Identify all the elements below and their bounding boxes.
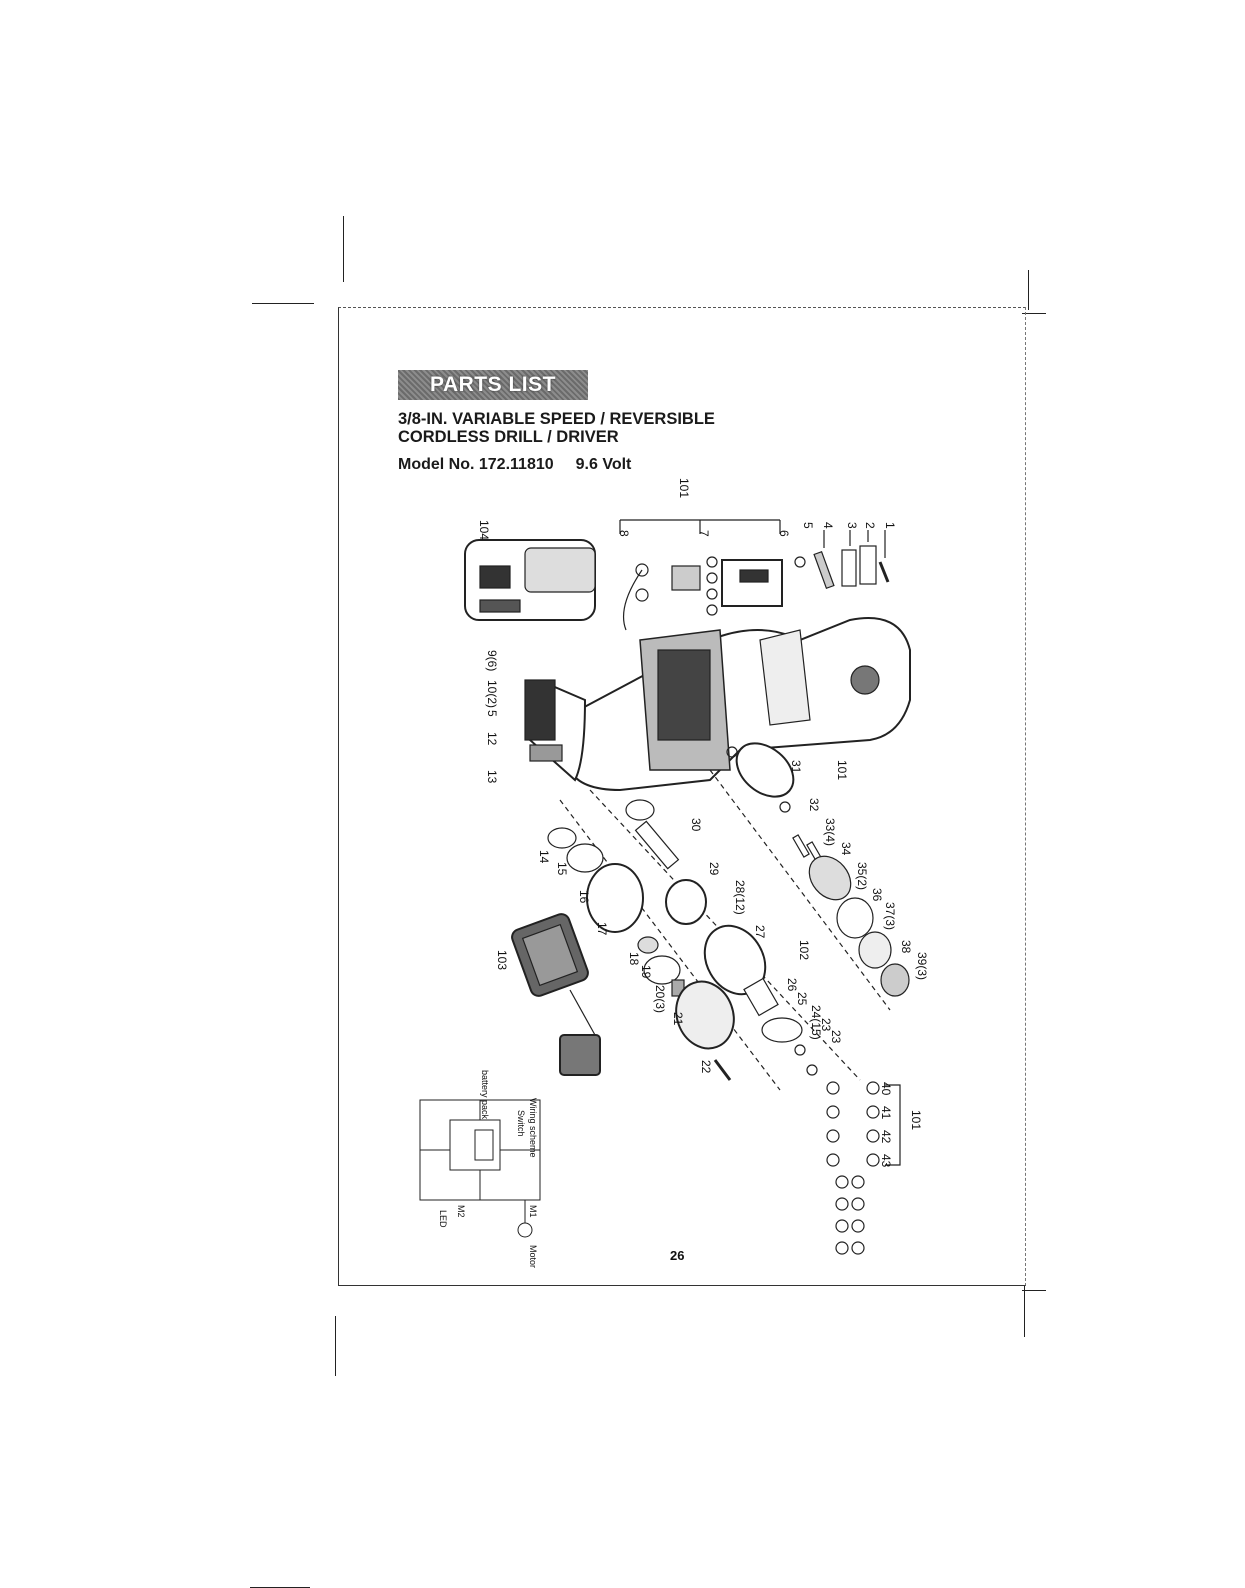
callout-label: 14: [537, 850, 551, 864]
callout-label: 16: [577, 890, 591, 904]
callout-label: 35(2): [855, 862, 869, 890]
crop-mark: [252, 303, 314, 304]
callout-label: 34: [839, 842, 853, 856]
callout-label: 3: [845, 522, 859, 529]
callout-label: 15: [555, 862, 569, 876]
wiring-scheme: [419, 1099, 541, 1238]
callout-label: 27: [753, 925, 767, 939]
title-line-1: 3/8-IN. VARIABLE SPEED / REVERSIBLE: [398, 410, 715, 428]
callout-label: 9(6): [485, 650, 499, 671]
callout-label: 25: [795, 992, 809, 1006]
switch-assembly: [619, 519, 806, 631]
page-frame: [338, 307, 1026, 1286]
crop-mark: [343, 216, 344, 282]
callout-label: 42: [879, 1130, 893, 1144]
callout-label: 36: [870, 888, 884, 902]
callout-label: 5: [485, 710, 499, 717]
callout-label: 24(15): [809, 1005, 823, 1040]
callout-label: 23: [819, 1018, 833, 1032]
callout-label: 4: [821, 522, 835, 529]
terminal-group: [826, 1081, 901, 1255]
crop-mark: [1022, 313, 1046, 314]
callout-label: 38: [899, 940, 913, 954]
callout-label: 39(3): [915, 952, 929, 980]
callout-label: 26: [785, 978, 799, 992]
callout-label: 21: [671, 1012, 685, 1026]
callout-label: 8: [617, 530, 631, 537]
callout-label: 37(3): [883, 902, 897, 930]
callout-label: 41: [879, 1106, 893, 1120]
callout-label: 18: [627, 952, 641, 966]
crop-mark: [1028, 270, 1029, 310]
wiring-m2-label: M2: [456, 1205, 466, 1218]
battery-pack-104: [464, 539, 596, 621]
chuck-group: [547, 827, 735, 1081]
callout-label: 22: [699, 1060, 713, 1074]
callout-label: 10(2): [485, 680, 499, 708]
wiring-switch-label: Switch: [516, 1110, 526, 1137]
crop-mark: [1024, 1285, 1025, 1337]
wiring-battery-label: battery pack: [480, 1070, 490, 1120]
callout-label: 19: [639, 965, 653, 979]
callout-label: 30: [689, 818, 703, 832]
callout-label: 23: [829, 1030, 843, 1044]
wiring-m1-label: M1: [528, 1205, 538, 1218]
small-parts-1-4: [813, 530, 890, 590]
callout-label: 6: [777, 530, 791, 537]
charger-103: [511, 913, 601, 1076]
callout-label: 101: [677, 478, 691, 498]
callout-label: 101: [835, 760, 849, 780]
callout-label: 101: [909, 1110, 923, 1130]
callout-label: 17: [595, 922, 609, 936]
callout-label: 1: [883, 522, 897, 529]
callout-label: 43: [879, 1154, 893, 1168]
page-number: 26: [670, 1248, 685, 1263]
callout-label: 13: [485, 770, 499, 784]
callout-label: 29: [707, 862, 721, 876]
wiring-title: Wiring scheme: [528, 1098, 538, 1158]
callout-label: 32: [807, 798, 821, 812]
motor-gear-train: [559, 742, 910, 1091]
crop-mark: [1022, 1290, 1046, 1291]
callout-label: 5: [801, 522, 815, 529]
parts-list-banner: PARTS LIST: [398, 370, 588, 400]
title-line-2: CORDLESS DRILL / DRIVER: [398, 428, 619, 446]
exploded-parts-diagram: 104 101 8 7 6 5 4 3 2 1 9(6) 10(2) 5 12 …: [419, 478, 929, 1268]
wiring-led-label: LED: [438, 1210, 448, 1228]
banner-label: PARTS LIST: [430, 373, 556, 396]
crop-mark: [335, 1316, 336, 1376]
model-number: Model No. 172.11810: [398, 456, 554, 473]
callout-label: 20(3): [653, 985, 667, 1013]
callout-label: 31: [789, 760, 803, 774]
callout-label: 7: [697, 530, 711, 537]
callout-label: 40: [879, 1082, 893, 1096]
callout-label: 12: [485, 732, 499, 746]
callout-label: 104: [477, 520, 491, 540]
voltage: 9.6 Volt: [575, 456, 632, 473]
wiring-motor-label: Motor: [528, 1245, 538, 1268]
drill-housing: [524, 617, 911, 792]
callout-label: 33(4): [823, 818, 837, 846]
callout-label: 28(12): [733, 880, 747, 915]
model-line: Model No. 172.11810 9.6 Volt: [398, 456, 631, 474]
callout-label: 102: [797, 940, 811, 960]
callout-label: 103: [495, 950, 509, 970]
callout-label: 2: [863, 522, 877, 529]
product-title: 3/8-IN. VARIABLE SPEED / REVERSIBLE CORD…: [398, 410, 715, 446]
